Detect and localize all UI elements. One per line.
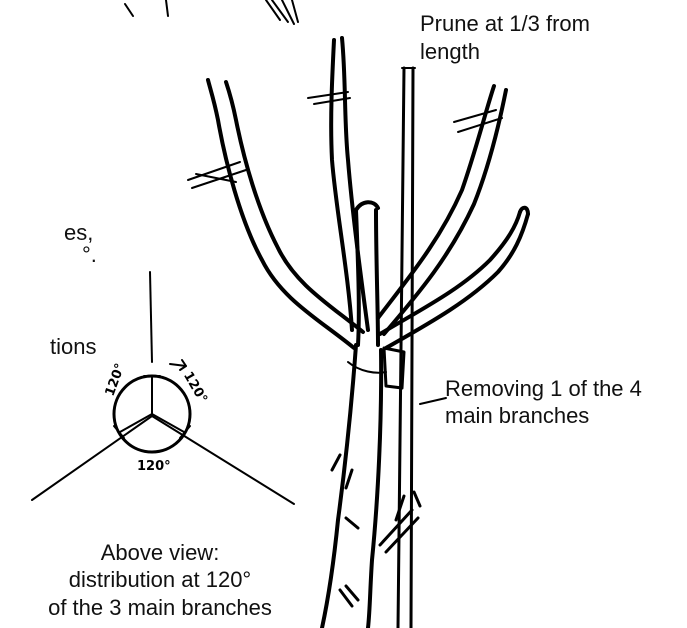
above-view-line-1: Above view: [30, 540, 290, 566]
above-view-line-3: of the 3 main branches [30, 595, 290, 621]
angle-label-bottom: 120° [137, 459, 171, 474]
prune-label-line-1: Prune at 1/3 from [420, 11, 590, 37]
support-stake [398, 68, 415, 628]
prune-label-line-2: length [420, 39, 480, 65]
removing-label-line-1: Removing 1 of the 4 [445, 376, 642, 402]
removing-label-line-2: main branches [445, 403, 589, 429]
top-stray-marks [125, 0, 298, 24]
removing-leader-line [420, 398, 446, 404]
trunk [322, 345, 420, 628]
cutoff-text-2: °. [82, 242, 97, 268]
angle-label-left: 120° [103, 362, 129, 399]
angle-label-right: 120° [180, 369, 210, 406]
cutoff-text-3: tions [50, 334, 96, 360]
above-view-line-2: distribution at 120° [30, 567, 290, 593]
